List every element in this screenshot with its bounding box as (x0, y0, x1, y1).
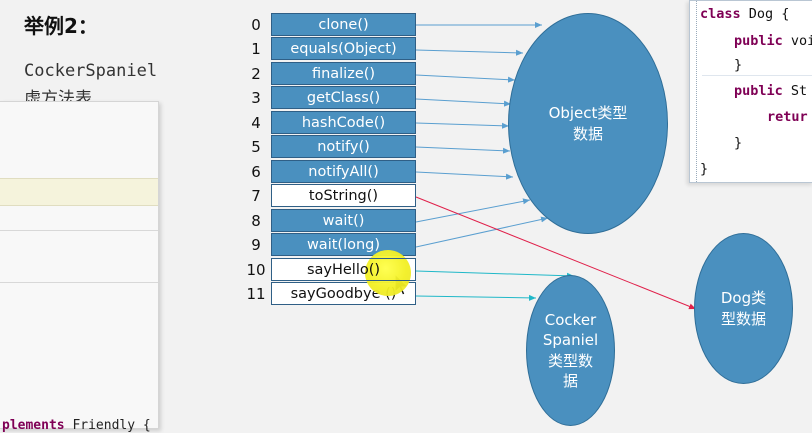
method-cell: hashCode() (271, 110, 416, 134)
method-cell: sayHello() (271, 257, 416, 281)
arrow-saygoodbye (415, 294, 537, 301)
divider (0, 230, 158, 231)
method-cell: getClass() (271, 86, 416, 110)
code-line-7: } (700, 161, 709, 177)
class-name-text: CockerSpaniel (24, 61, 158, 81)
cocker-spaniel-type-data-ellipse: Cocker Spaniel 类型数 据 (526, 275, 615, 426)
arrow-getclass (415, 98, 512, 107)
code-keyword: public (734, 83, 783, 99)
code-line-1: class Dog { (700, 6, 789, 22)
code-text: St (782, 83, 808, 99)
row-index: 0 (251, 16, 261, 34)
arrow-notify (415, 146, 511, 154)
code-keyword: public (734, 33, 783, 49)
code-text: voi (790, 33, 812, 49)
row-index: 10 (246, 260, 266, 279)
row-index: 5 (251, 138, 261, 157)
dog-type-data-ellipse: Dog类 型数据 (694, 233, 793, 384)
code-line-2: public voi (734, 33, 812, 49)
code-line-6: } (734, 135, 743, 151)
code-gutter (690, 1, 697, 182)
row-index: 11 (246, 284, 266, 303)
method-cell: clone() (271, 13, 416, 36)
row-index: 1 (251, 40, 261, 59)
arrow-wait-long (415, 216, 549, 248)
code-keyword: retur (767, 109, 808, 125)
method-cell: notifyAll() (271, 159, 416, 183)
row-index: 6 (251, 162, 261, 181)
method-cell: equals(Object) (271, 37, 416, 61)
example-heading: 举例2： (24, 14, 98, 38)
arrow-equals (415, 49, 524, 56)
arrow-notifyall (415, 171, 514, 180)
row-index: 8 (251, 211, 261, 230)
object-type-data-ellipse: Object类型 数据 (508, 13, 668, 234)
arrow-wait (415, 198, 531, 223)
divider (702, 75, 812, 76)
arrow-sayhello (415, 270, 575, 279)
code-line-5: retur (767, 109, 808, 125)
dog-code-panel: class Dog { public voi } public St retur… (689, 0, 812, 183)
code-keyword: class (700, 6, 741, 22)
code-text: Dog { (740, 6, 790, 22)
row-index: 7 (251, 187, 261, 206)
method-cell: notify() (271, 135, 416, 159)
row-index: 9 (251, 236, 261, 255)
highlighted-row (0, 178, 158, 206)
arrow-hashcode (415, 122, 510, 129)
method-cell: toString() (271, 184, 416, 208)
row-index: 2 (251, 64, 261, 83)
arrow-finalize (415, 74, 516, 83)
row-index: 3 (251, 89, 261, 108)
code-line-4: public St (734, 83, 807, 99)
method-cell: wait() (271, 208, 416, 232)
arrow-tostring (415, 196, 697, 310)
row-index: 4 (251, 113, 261, 132)
code-line-3: } (734, 57, 743, 73)
method-cell: finalize() (271, 61, 416, 85)
divider (0, 282, 158, 283)
